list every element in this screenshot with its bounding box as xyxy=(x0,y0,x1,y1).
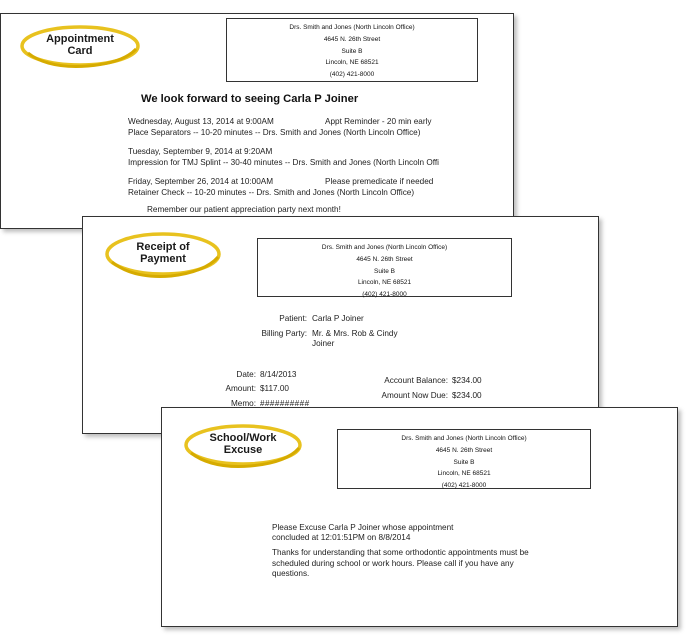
excuse-line-4: scheduled during school or work hours. P… xyxy=(272,559,514,568)
badge-line1: School/Work xyxy=(209,432,277,445)
billing-party-label: Billing Party: xyxy=(261,329,307,338)
greeting-title: We look forward to seeing Carla P Joiner xyxy=(141,93,359,105)
badge-line1: Appointment xyxy=(46,32,114,45)
badge-line2: Payment xyxy=(140,253,186,265)
appt-2-detail: Impression for TMJ Splint -- 30-40 minut… xyxy=(128,158,439,167)
office-suite: Suite B xyxy=(341,47,363,55)
badge-ring-icon xyxy=(20,25,140,68)
badge-ring-icon xyxy=(105,232,221,278)
badge-line2: Excuse xyxy=(223,444,263,456)
badge-line2: Card xyxy=(67,44,93,57)
billing-party-value-line2: Joiner xyxy=(312,339,335,348)
office-name: Drs. Smith and Jones (North Lincoln Offi… xyxy=(289,24,415,31)
office-suite: Suite B xyxy=(374,267,395,275)
office-address-box: Drs. Smith and Jones (North Lincoln Offi… xyxy=(257,238,512,298)
office-phone: (402) 421-8000 xyxy=(441,482,487,490)
office-street: 4645 N. 26th Street xyxy=(323,35,381,43)
appt-1-detail: Place Separators -- 10-20 minutes -- Drs… xyxy=(128,128,421,137)
appt-3-note: Please premedicate if needed xyxy=(325,177,434,186)
amount-now-due-label: Amount Now Due: xyxy=(381,391,448,400)
account-balance-label: Account Balance: xyxy=(384,376,448,385)
office-suite: Suite B xyxy=(453,458,475,466)
office-address-box: Drs. Smith and Jones (North Lincoln Offi… xyxy=(226,18,478,82)
memo-label: Memo: xyxy=(230,399,256,408)
office-name: Drs. Smith and Jones (North Lincoln Offi… xyxy=(401,435,527,442)
appt-3-datetime: Friday, September 26, 2014 at 10:00AM xyxy=(128,177,274,186)
office-street: 4645 N. 26th Street xyxy=(356,255,413,263)
office-city: Lincoln, NE 68521 xyxy=(325,59,379,67)
office-name: Drs. Smith and Jones (North Lincoln Offi… xyxy=(321,244,448,251)
appt-2-datetime: Tuesday, September 9, 2014 at 9:20AM xyxy=(128,147,273,156)
account-balance-value: $234.00 xyxy=(452,376,482,385)
badge-ring-icon xyxy=(184,424,302,468)
excuse-line-1: Please Excuse Carla P Joiner whose appoi… xyxy=(272,523,454,532)
excuse-line-2: concluded at 12:01:51PM on 8/8/2014 xyxy=(272,533,411,542)
excuse-line-5: questions. xyxy=(272,569,310,578)
appt-3-detail: Retainer Check -- 10-20 minutes -- Drs. … xyxy=(128,188,415,197)
appointment-footer: Remember our patient appreciation party … xyxy=(147,205,341,214)
office-phone: (402) 421-8000 xyxy=(329,71,375,79)
office-city: Lincoln, NE 68521 xyxy=(357,279,412,287)
patient-label: Patient: xyxy=(279,314,307,323)
excuse-card: School/Work Excuse Drs. Smith and Jones … xyxy=(161,407,678,627)
appt-1-datetime: Wednesday, August 13, 2014 at 9:00AM xyxy=(128,117,274,126)
appointment-card: Appointment Card Drs. Smith and Jones (N… xyxy=(0,13,514,229)
excuse-badge: School/Work Excuse xyxy=(182,422,304,468)
office-street: 4645 N. 26th Street xyxy=(435,446,493,454)
office-address-box: Drs. Smith and Jones (North Lincoln Offi… xyxy=(337,429,591,489)
amount-label: Amount: xyxy=(225,384,257,393)
office-phone: (402) 421-8000 xyxy=(362,291,407,299)
receipt-card: Receipt of Payment Drs. Smith and Jones … xyxy=(82,216,599,434)
receipt-badge: Receipt of Payment xyxy=(103,230,223,278)
billing-party-value-line1: Mr. & Mrs. Rob & Cindy xyxy=(312,329,398,338)
memo-value: ########## xyxy=(260,399,310,408)
appointment-card-badge: Appointment Card xyxy=(18,23,142,68)
date-value: 8/14/2013 xyxy=(260,370,297,379)
excuse-line-3: Thanks for understanding that some ortho… xyxy=(272,548,529,557)
badge-line1: Receipt of xyxy=(136,241,190,254)
date-label: Date: xyxy=(236,370,256,379)
appt-1-note: Appt Reminder - 20 min early xyxy=(325,117,432,126)
office-city: Lincoln, NE 68521 xyxy=(437,470,491,478)
amount-now-due-value: $234.00 xyxy=(452,391,482,400)
patient-value: Carla P Joiner xyxy=(312,314,364,323)
amount-value: $117.00 xyxy=(260,384,289,393)
